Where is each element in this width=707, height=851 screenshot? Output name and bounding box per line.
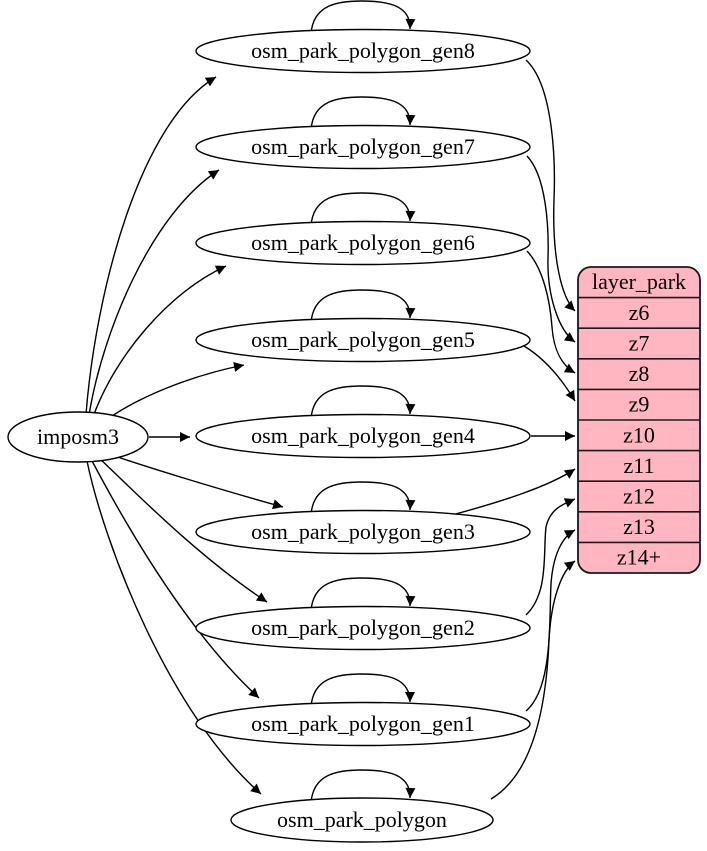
self-loop-gen2	[310, 577, 416, 612]
self-loop-gen6	[310, 192, 416, 227]
node-osm-park-polygon-gen1: osm_park_polygon_gen1	[195, 701, 531, 747]
self-loop-gen4	[310, 385, 416, 420]
edge-imposm3-to-gen2	[96, 455, 268, 603]
gen1-ellipse	[195, 701, 531, 747]
node-osm-park-polygon-gen6: osm_park_polygon_gen6	[195, 220, 531, 266]
gen7-ellipse	[195, 124, 531, 170]
edges-to-layer	[451, 59, 576, 800]
layer-row-z10: z10	[623, 422, 655, 447]
layer-row-z13: z13	[623, 514, 655, 539]
self-loop-gen3	[310, 481, 416, 516]
polygon-ellipse	[230, 797, 494, 843]
imposm3-label: imposm3	[37, 424, 119, 449]
self-loop-gen5	[310, 289, 416, 324]
self-loops	[310, 0, 416, 804]
node-imposm3: imposm3	[7, 411, 149, 463]
imposm3-ellipse	[7, 411, 149, 463]
edge-gen6-to-z8	[526, 250, 576, 374]
edge-gen5-to-z9	[523, 345, 576, 402]
edge-gen1-to-z13	[525, 529, 576, 712]
gen8-ellipse	[195, 28, 531, 74]
gen8-label: osm_park_polygon_gen8	[251, 38, 475, 63]
gen2-label: osm_park_polygon_gen2	[251, 615, 475, 640]
gen4-ellipse	[195, 413, 531, 459]
layer-park-header: layer_park	[592, 269, 686, 294]
node-osm-park-polygon: osm_park_polygon	[230, 797, 494, 843]
layer-row-z6: z6	[629, 300, 650, 325]
layer-row-z14plus: z14+	[617, 545, 661, 570]
layer-row-z7: z7	[629, 331, 650, 356]
layer-row-z12: z12	[623, 484, 655, 509]
gen6-ellipse	[195, 220, 531, 266]
layer-row-z8: z8	[629, 361, 650, 386]
edge-imposm3-to-gen8	[85, 76, 217, 415]
edge-gen3-to-z11	[451, 468, 576, 516]
node-osm-park-polygon-gen4: osm_park_polygon_gen4	[195, 413, 531, 459]
edge-gen2-to-z12	[525, 498, 576, 616]
edge-imposm3-to-gen6	[92, 265, 227, 418]
edge-gen7-to-z7	[526, 155, 576, 343]
node-osm-park-polygon-gen2: osm_park_polygon_gen2	[195, 605, 531, 651]
gen1-label: osm_park_polygon_gen1	[251, 711, 475, 736]
node-osm-park-polygon-gen7: osm_park_polygon_gen7	[195, 124, 531, 170]
layer-park-table: layer_park z6 z7 z8 z9 z10 z11 z12 z13 z…	[577, 266, 701, 574]
node-osm-park-polygon-gen5: osm_park_polygon_gen5	[195, 317, 531, 363]
node-osm-park-polygon-gen3: osm_park_polygon_gen3	[195, 509, 531, 555]
self-loop-gen7	[310, 96, 416, 131]
gen4-label: osm_park_polygon_gen4	[251, 423, 475, 448]
edge-imposm3-to-polygon	[86, 460, 262, 795]
node-osm-park-polygon-gen8: osm_park_polygon_gen8	[195, 28, 531, 74]
self-loop-polygon	[310, 769, 416, 804]
self-loop-gen1	[310, 673, 415, 708]
edge-imposm3-to-gen5	[101, 362, 245, 424]
edge-imposm3-to-gen1	[90, 458, 260, 699]
gen2-ellipse	[195, 605, 531, 651]
edge-polygon-to-z14plus	[490, 560, 576, 800]
edge-gen8-to-z6	[525, 59, 576, 312]
edge-imposm3-to-gen7	[88, 169, 220, 416]
self-loop-gen8	[310, 0, 416, 35]
gen3-ellipse	[195, 509, 531, 555]
gen5-label: osm_park_polygon_gen5	[251, 327, 475, 352]
polygon-label: osm_park_polygon	[277, 807, 447, 832]
gen3-label: osm_park_polygon_gen3	[251, 519, 475, 544]
gen5-ellipse	[195, 317, 531, 363]
gen7-label: osm_park_polygon_gen7	[251, 134, 475, 159]
layer-row-z9: z9	[629, 392, 650, 417]
gen6-label: osm_park_polygon_gen6	[251, 230, 475, 255]
edge-imposm3-to-gen3	[102, 451, 284, 510]
layer-row-z11: z11	[624, 453, 655, 478]
